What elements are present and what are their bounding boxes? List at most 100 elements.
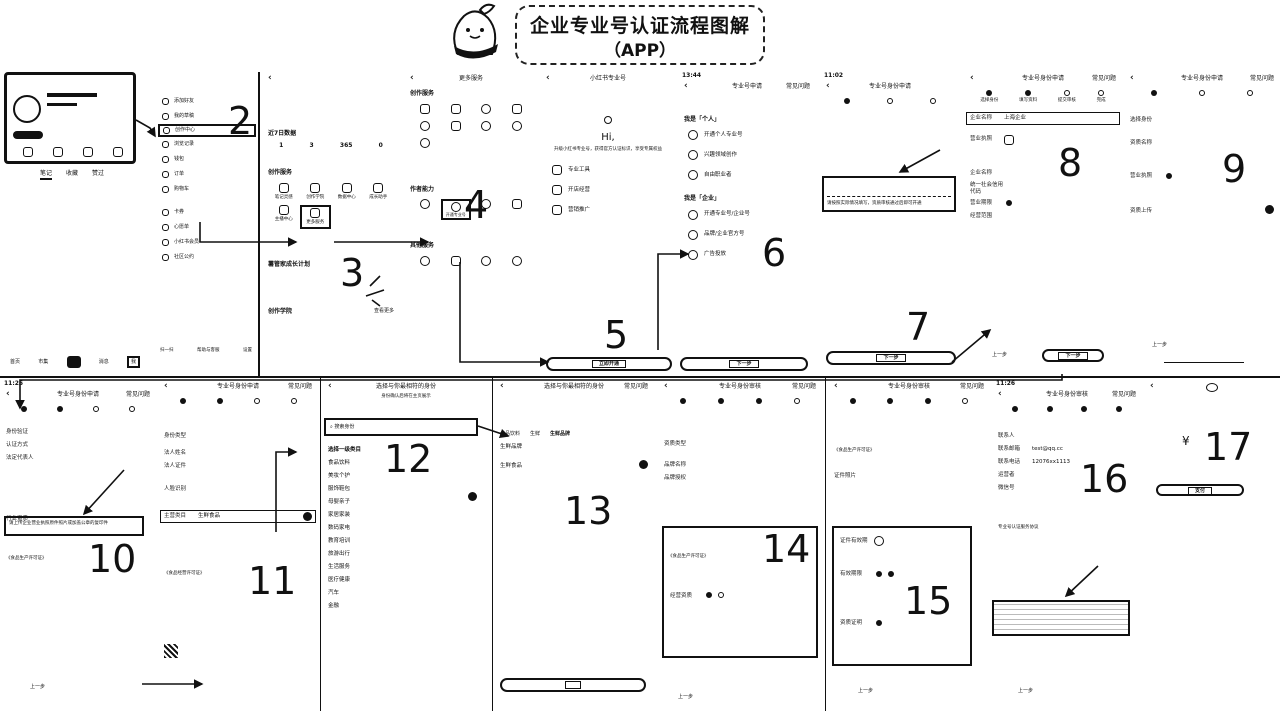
field-name[interactable]: 企业名称 bbox=[970, 169, 993, 176]
field-legal-name[interactable]: 法人姓名 bbox=[164, 450, 187, 457]
faq-link[interactable]: 常见问题 bbox=[785, 82, 810, 90]
faq-link[interactable]: 常见问题 bbox=[1091, 75, 1116, 82]
menu-membership[interactable]: 小红书会员 bbox=[162, 235, 256, 250]
category-item[interactable]: 汽车 bbox=[328, 589, 340, 596]
category-item[interactable]: 食品饮料 bbox=[328, 459, 351, 466]
service-icon[interactable] bbox=[481, 120, 492, 131]
back-icon[interactable]: ‹ bbox=[268, 73, 272, 83]
service-icon[interactable] bbox=[481, 199, 492, 209]
field-license[interactable]: 营业执照 bbox=[964, 133, 1122, 147]
field-industry[interactable]: 行业资质 bbox=[6, 515, 29, 522]
service-icon[interactable] bbox=[450, 103, 461, 114]
category-item[interactable]: 医疗健康 bbox=[328, 576, 351, 583]
service-icon[interactable] bbox=[420, 120, 431, 131]
back-icon[interactable]: ‹ bbox=[826, 80, 830, 91]
category-row[interactable]: 主营类目生鲜食品 bbox=[160, 510, 316, 523]
agreement-box[interactable] bbox=[992, 600, 1130, 636]
service-icon[interactable] bbox=[511, 120, 522, 131]
next-button[interactable]: 下一步 bbox=[826, 351, 956, 365]
upload-icon[interactable] bbox=[1004, 134, 1014, 145]
service-host[interactable]: 主播中心 bbox=[268, 205, 300, 229]
field-photo[interactable]: 证件照片 bbox=[834, 472, 857, 479]
back-icon[interactable]: ‹ bbox=[684, 80, 688, 91]
nav-home[interactable]: 首页 bbox=[10, 359, 21, 365]
open-pro-account-button[interactable]: 开通专业号 bbox=[440, 199, 471, 220]
field-method[interactable]: 认证方式 bbox=[6, 441, 29, 448]
service-icon[interactable] bbox=[511, 255, 522, 266]
settings-button[interactable]: 设置 bbox=[243, 348, 252, 353]
category-item[interactable]: 数码家电 bbox=[328, 524, 351, 531]
category-item[interactable]: 金融 bbox=[328, 602, 340, 609]
back-icon[interactable]: ‹ bbox=[970, 73, 974, 83]
field-validity[interactable]: 证件有效期 bbox=[834, 534, 970, 548]
field-wechat[interactable]: 微信号 bbox=[998, 484, 1015, 491]
prev-button[interactable]: 上一步 bbox=[678, 694, 694, 700]
field-auth[interactable]: 品牌授权 bbox=[664, 475, 687, 482]
field-face[interactable]: 人脸识别 bbox=[164, 486, 187, 493]
field-food[interactable]: 生鲜食品 bbox=[494, 458, 654, 474]
menu-cart[interactable]: 购物车 bbox=[162, 182, 256, 197]
tab-category-2[interactable]: 生鲜 bbox=[530, 431, 541, 438]
back-icon[interactable]: ‹ bbox=[834, 381, 838, 391]
back-icon[interactable]: ‹ bbox=[328, 381, 332, 391]
option-personal-3[interactable]: 自由职业者 bbox=[684, 165, 816, 185]
faq-link[interactable]: 常见问题 bbox=[959, 383, 984, 390]
service-icon[interactable] bbox=[420, 137, 431, 148]
learn-more-link[interactable]: 查看更多 bbox=[373, 308, 394, 315]
service-more[interactable]: 更多服务 bbox=[299, 205, 331, 229]
search-input[interactable]: ⌕ 搜索身份 bbox=[324, 418, 478, 436]
option-company-1[interactable]: 开通专业号/企业号 bbox=[684, 205, 816, 225]
company-type-row[interactable]: 企业名称上海企业 bbox=[966, 111, 1120, 125]
service-icon[interactable] bbox=[420, 103, 431, 114]
field-brand[interactable]: 品牌名称 bbox=[664, 462, 687, 469]
nav-market[interactable]: 市集 bbox=[38, 359, 49, 365]
tab-category-3[interactable]: 生鲜品牌 bbox=[550, 431, 571, 438]
field-scope[interactable]: 经营范围 bbox=[970, 213, 993, 220]
field-upload[interactable]: 资质上传 bbox=[1124, 203, 1280, 219]
service-icon[interactable] bbox=[450, 120, 461, 131]
prev-button[interactable]: 上一步 bbox=[858, 688, 874, 694]
back-icon[interactable]: ‹ bbox=[1130, 73, 1134, 83]
scan-button[interactable]: 扫一扫 bbox=[160, 348, 174, 353]
service-icon[interactable] bbox=[420, 255, 431, 266]
prev-button[interactable]: 上一步 bbox=[992, 352, 1008, 358]
field-identity[interactable]: 选择身份 bbox=[1130, 117, 1153, 124]
service-icon[interactable] bbox=[511, 199, 522, 209]
back-icon[interactable]: ‹ bbox=[664, 381, 668, 391]
category-item[interactable]: 生活服务 bbox=[328, 563, 351, 570]
menu-community[interactable]: 社区公约 bbox=[162, 250, 256, 265]
menu-history[interactable]: 浏览记录 bbox=[162, 137, 256, 152]
field-term[interactable]: 营业期限 bbox=[964, 197, 1122, 210]
prev-button[interactable]: 上一步 bbox=[1018, 688, 1034, 694]
back-icon[interactable]: ‹ bbox=[410, 73, 414, 83]
next-button[interactable]: 下一步 bbox=[1042, 349, 1104, 362]
menu-drafts[interactable]: 我的草稿 bbox=[162, 109, 256, 124]
faq-link[interactable]: 常见问题 bbox=[791, 383, 816, 390]
service-inspiration[interactable]: 笔记灵感 bbox=[268, 182, 300, 201]
nav-messages[interactable]: 消息 bbox=[98, 359, 109, 365]
option-company-2[interactable]: 品牌/企业官方号 bbox=[684, 225, 816, 245]
tab-likes[interactable]: 赞过 bbox=[92, 170, 105, 177]
field-operator[interactable]: 运营者 bbox=[998, 471, 1015, 478]
field-legal[interactable]: 法定代表人 bbox=[6, 454, 34, 461]
faq-link[interactable]: 常见问题 bbox=[623, 383, 648, 390]
menu-creator-center[interactable]: 创作中心 bbox=[158, 124, 256, 137]
menu-coupons[interactable]: 卡券 bbox=[162, 205, 256, 220]
upload-icon[interactable] bbox=[1265, 205, 1274, 214]
option-personal-2[interactable]: 兴趣领域创作 bbox=[684, 145, 816, 165]
category-item[interactable]: 旅游出行 bbox=[328, 550, 351, 557]
back-icon[interactable]: ‹ bbox=[998, 388, 1002, 399]
prev-button[interactable]: 上一步 bbox=[30, 684, 46, 690]
service-data[interactable]: 数据中心 bbox=[331, 182, 363, 201]
field-legal-id[interactable]: 法人证件 bbox=[164, 463, 187, 470]
help-button[interactable]: 帮助与客服 bbox=[197, 348, 220, 353]
category-item[interactable]: 母婴亲子 bbox=[328, 498, 351, 505]
back-icon[interactable]: ‹ bbox=[164, 381, 168, 391]
avatar[interactable] bbox=[13, 95, 41, 123]
field-credit-code[interactable]: 统一社会信用代码 bbox=[970, 181, 1004, 195]
confirm-button[interactable] bbox=[500, 678, 646, 692]
field-contact[interactable]: 联系人 bbox=[998, 432, 1015, 439]
next-button[interactable]: 下一步 bbox=[680, 357, 808, 371]
field-type[interactable]: 身份类型 bbox=[164, 433, 187, 440]
menu-add-friend[interactable]: 添加好友 bbox=[162, 94, 256, 109]
